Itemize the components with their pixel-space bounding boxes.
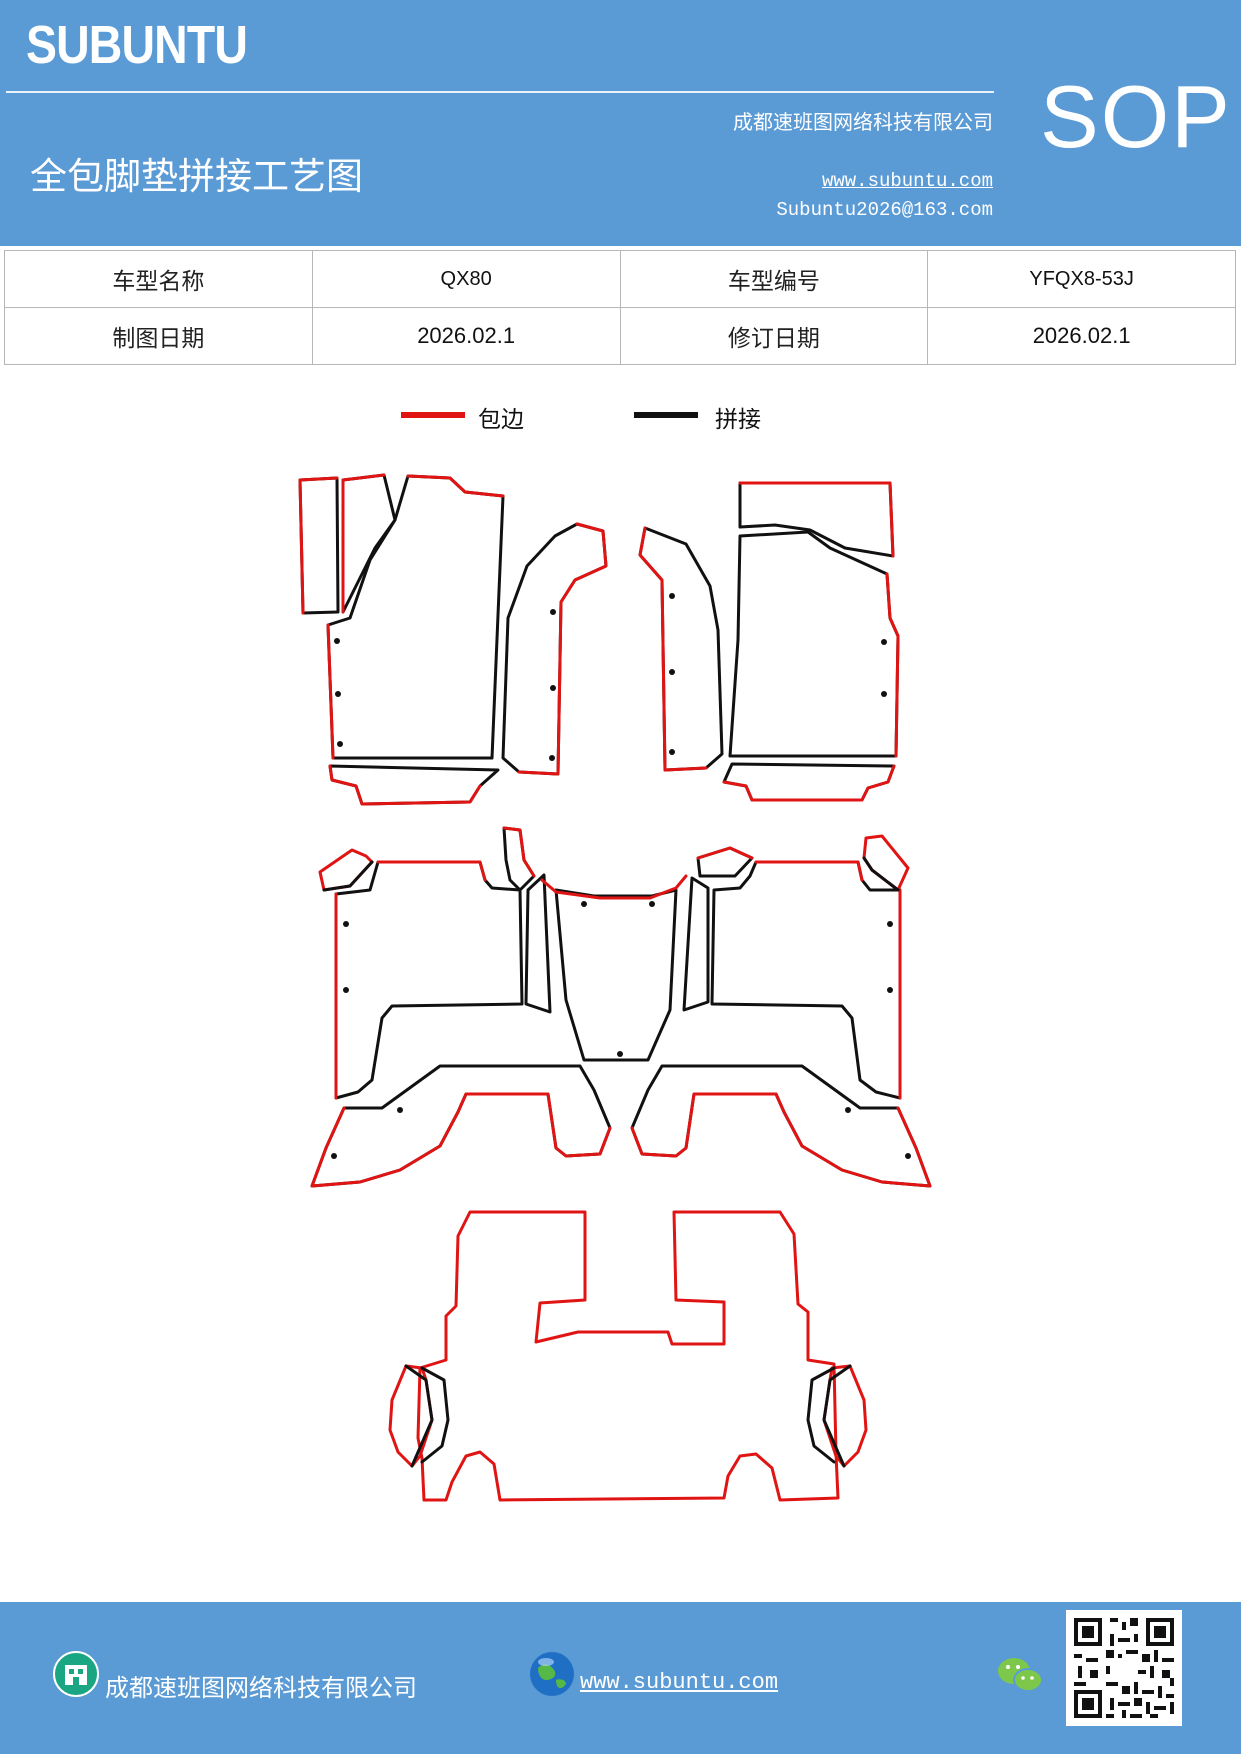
footer-company: 成都速班图网络科技有限公司 — [105, 1674, 417, 1702]
website-link[interactable]: www.subuntu.com — [821, 170, 993, 192]
building-icon — [53, 1651, 99, 1697]
email-address: Subuntu2026@163.com — [776, 199, 993, 221]
front-left-mat — [298, 473, 608, 806]
second-row-dots — [331, 901, 911, 1159]
front-right-dots — [669, 593, 887, 755]
front-right-mat — [638, 481, 900, 802]
info-table: 车型名称 QX80 车型编号 YFQX8-53J 制图日期 2026.02.1 … — [4, 250, 1236, 365]
second-row-mats — [310, 826, 932, 1188]
model-code-value: YFQX8-53J — [927, 250, 1236, 308]
front-left-dots — [334, 609, 556, 761]
brand-logo: SUBUNTU — [26, 15, 248, 75]
model-name-value: QX80 — [311, 250, 621, 308]
company-name: 成都速班图网络科技有限公司 — [733, 110, 993, 134]
globe-icon — [530, 1652, 574, 1696]
legend: 包边 拼接 — [0, 400, 1241, 440]
header: SUBUNTU 成都速班图网络科技有限公司 全包脚垫拼接工艺图 www.subu… — [0, 0, 1241, 246]
model-code-label: 车型编号 — [619, 250, 929, 308]
table-row: 车型名称 QX80 车型编号 YFQX8-53J — [4, 250, 1236, 308]
draw-date-value: 2026.02.1 — [311, 307, 621, 365]
qr-code-graphic — [1066, 1610, 1182, 1726]
table-row: 制图日期 2026.02.1 修订日期 2026.02.1 — [4, 307, 1236, 365]
sop-badge: SOP — [1040, 67, 1232, 166]
revise-date-label: 修订日期 — [619, 307, 929, 365]
seam-legend-label: 拼接 — [715, 407, 761, 433]
qr-code[interactable] — [1066, 1610, 1182, 1726]
page-title: 全包脚垫拼接工艺图 — [30, 155, 363, 198]
edge-legend-label: 包边 — [478, 407, 524, 433]
header-divider — [6, 91, 994, 93]
footer-website-link[interactable]: www.subuntu.com — [580, 1670, 779, 1695]
revise-date-value: 2026.02.1 — [927, 307, 1236, 365]
seam-legend-swatch — [634, 412, 698, 418]
model-name-label: 车型名称 — [4, 250, 313, 308]
wechat-icon — [998, 1658, 1043, 1692]
draw-date-label: 制图日期 — [4, 307, 313, 365]
footer: 成都速班图网络科技有限公司 www.subuntu.com — [0, 1602, 1241, 1754]
third-row-mat — [388, 1210, 868, 1502]
edge-legend-swatch — [401, 412, 465, 418]
